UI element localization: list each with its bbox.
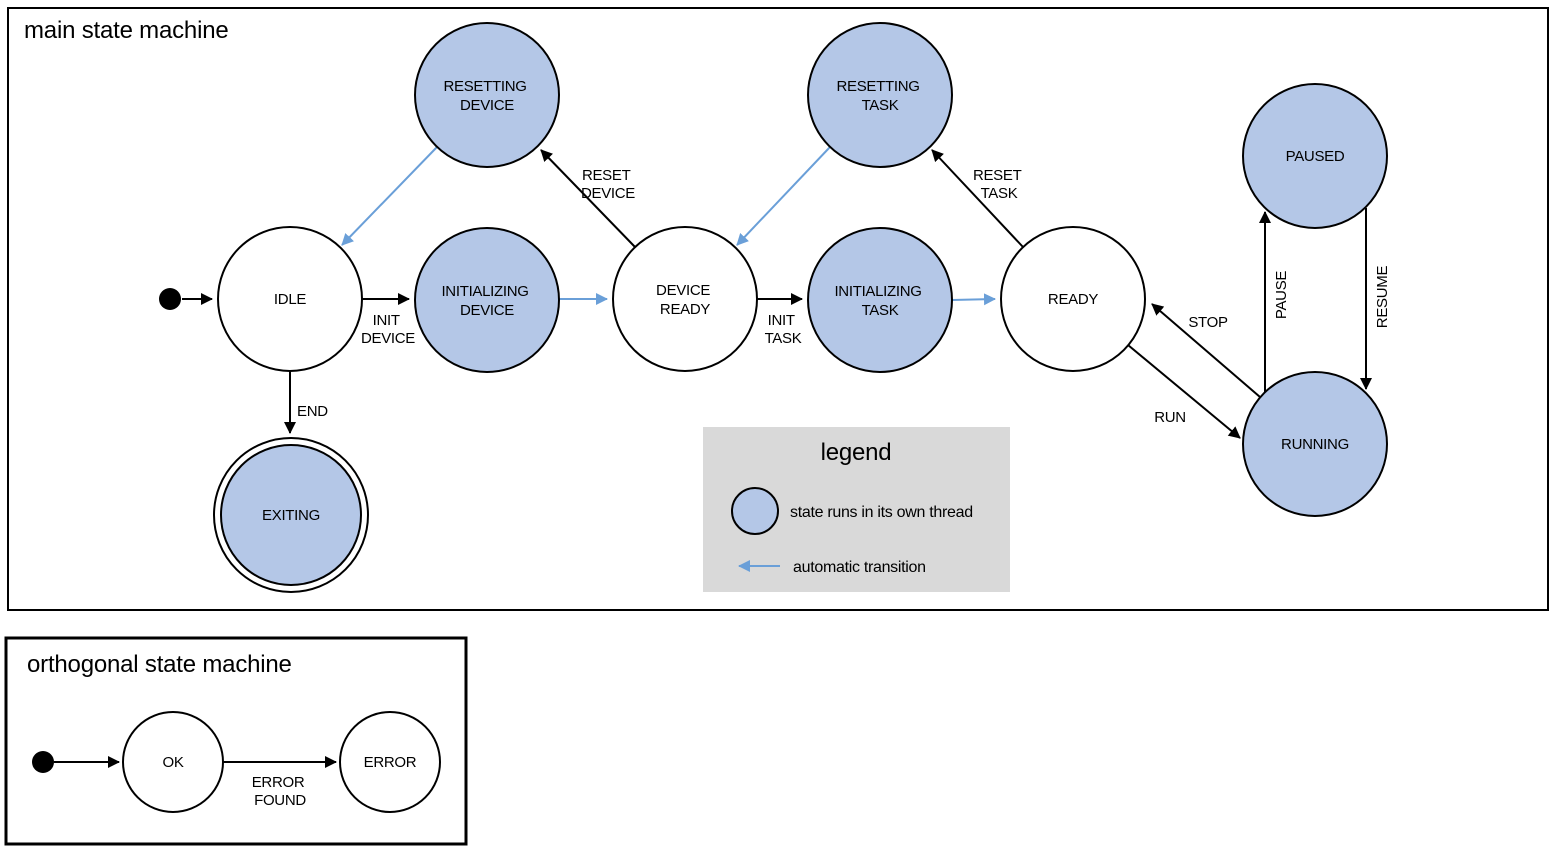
svg-text:RESETTING DEVICE: RESETTING DEVICE (443, 78, 530, 114)
transition-end: END (284, 371, 329, 434)
legend-title: legend (821, 439, 892, 466)
transition-auto-resetting-task-to-device-ready (736, 146, 831, 246)
svg-text:END: END (297, 403, 328, 420)
svg-text:STOP: STOP (1188, 314, 1228, 331)
state-ok: OK (122, 711, 224, 813)
transition-resume: RESUME (1360, 208, 1391, 390)
svg-text:READY: READY (1048, 291, 1098, 308)
transition-auto-initializing-task-to-ready (951, 293, 996, 306)
initial-state-marker (32, 751, 54, 773)
transition-reset-device: RESET DEVICE (540, 149, 636, 248)
transition-reset-task: RESET TASK (931, 149, 1025, 248)
svg-text:OK: OK (162, 754, 183, 771)
svg-text:automatic transition: automatic transition (793, 559, 926, 576)
state-ready: READY (1000, 226, 1146, 372)
svg-text:state runs in its own thread: state runs in its own thread (790, 504, 973, 521)
svg-text:RESETTING TASK: RESETTING TASK (836, 78, 923, 114)
transition-init-task: INIT TASK (757, 293, 803, 347)
svg-text:ERROR: ERROR (364, 754, 417, 771)
state-resetting-device: RESETTING DEVICE (414, 22, 560, 168)
svg-text:INITIALIZING TASK: INITIALIZING TASK (834, 283, 925, 319)
transition-auto-resetting-device-to-idle (341, 146, 438, 246)
state-idle: IDLE (217, 226, 363, 372)
transition-pause: PAUSE (1259, 211, 1290, 392)
svg-text:INIT TASK: INIT TASK (765, 312, 802, 347)
transition-run: RUN (1127, 344, 1241, 439)
svg-text:PAUSED: PAUSED (1286, 148, 1345, 165)
legend-thread-item: state runs in its own thread (731, 487, 973, 535)
state-paused: PAUSED (1242, 83, 1388, 229)
svg-text:RESET DEVICE: RESET DEVICE (581, 167, 635, 202)
svg-text:DEVICE READY: DEVICE READY (656, 282, 714, 318)
state-error: ERROR (339, 711, 441, 813)
svg-text:RUN: RUN (1154, 409, 1186, 426)
transition-init-device: INIT DEVICE (361, 293, 416, 347)
state-device-ready: DEVICE READY (612, 226, 758, 372)
svg-text:RESET TASK: RESET TASK (973, 167, 1025, 202)
state-initializing-task: INITIALIZING TASK (807, 227, 953, 373)
main-frame-title: main state machine (24, 17, 229, 44)
svg-text:ERROR FOUND: ERROR FOUND (252, 774, 309, 809)
svg-text:RUNNING: RUNNING (1281, 436, 1349, 453)
svg-text:PAUSE: PAUSE (1273, 271, 1290, 320)
main-states: IDLE RESETTING DEVICE INITIALIZING DEVIC… (159, 22, 1388, 593)
svg-text:INITIALIZING DEVICE: INITIALIZING DEVICE (441, 283, 532, 319)
transition-stop: STOP (1151, 303, 1261, 398)
main-transitions: INIT DEVICE RESET DEVICE INIT TASK (182, 146, 1391, 439)
svg-text:INIT DEVICE: INIT DEVICE (361, 312, 415, 347)
state-exiting-final: EXITING (213, 437, 369, 593)
legend-auto-transition-item: automatic transition (738, 559, 926, 576)
state-initializing-device: INITIALIZING DEVICE (414, 227, 560, 373)
orthogonal-state-machine-frame: orthogonal state machine ERROR FOUND OK … (4, 636, 468, 846)
orthogonal-frame-title: orthogonal state machine (27, 651, 292, 678)
state-resetting-task: RESETTING TASK (807, 22, 953, 168)
legend: legend state runs in its own thread auto… (703, 427, 1010, 592)
svg-text:EXITING: EXITING (262, 507, 320, 524)
state-running: RUNNING (1242, 371, 1388, 517)
thread-state-swatch-icon (731, 487, 779, 535)
initial-state-marker (159, 288, 181, 310)
orthogonal-transitions: ERROR FOUND (54, 756, 337, 809)
svg-text:RESUME: RESUME (1374, 266, 1391, 329)
svg-text:IDLE: IDLE (274, 291, 306, 308)
transition-error-found: ERROR FOUND (223, 756, 337, 809)
